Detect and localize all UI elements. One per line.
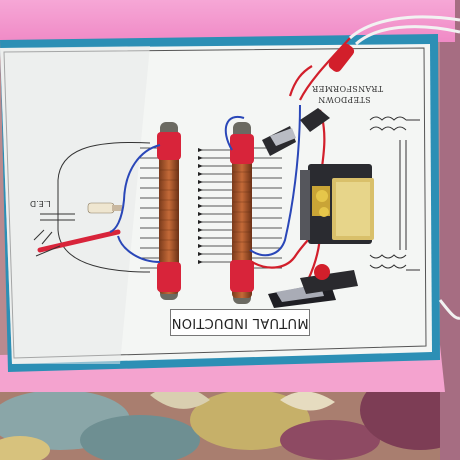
title-label: MUTUAL INDUCTION	[170, 309, 310, 336]
title-text: MUTUAL INDUCTION	[171, 315, 309, 330]
mains-cables	[348, 15, 460, 320]
transformer-label-line1: STEPDOWN	[318, 95, 371, 104]
field-arrows	[140, 147, 282, 269]
clip-bottom	[268, 43, 358, 308]
transformer-label-line2: TRANSFORMER	[312, 84, 384, 93]
transformer-schematic	[369, 116, 420, 271]
led	[35, 202, 122, 257]
led-label: L.E.D	[30, 199, 51, 208]
stepdown-transformer	[300, 164, 374, 244]
primary-coil	[157, 122, 181, 300]
clip-top	[262, 108, 330, 156]
blue-wires	[109, 104, 301, 263]
secondary-coil	[230, 122, 254, 304]
led-schematic	[33, 142, 151, 273]
